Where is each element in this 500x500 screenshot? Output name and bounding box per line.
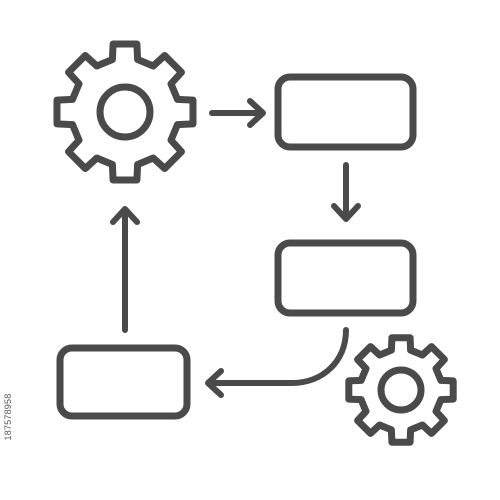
bottom-gear-icon (345, 334, 457, 446)
arrow-down-icon (331, 162, 361, 222)
top-gear-hub-icon (96, 83, 154, 141)
stock-id-watermark: 187578958 (3, 393, 13, 441)
arrow-up-icon (110, 206, 140, 333)
process-box-bottom-left (56, 344, 191, 420)
gear-outline (53, 40, 197, 184)
process-box-middle-right (274, 239, 417, 317)
gear-outline (345, 334, 457, 446)
curved-arrow-left-icon (205, 327, 349, 398)
arrow-right-icon (209, 98, 266, 128)
bottom-gear-hub-icon (377, 366, 425, 414)
top-gear-icon (53, 40, 197, 184)
process-box-top-right (274, 73, 417, 151)
